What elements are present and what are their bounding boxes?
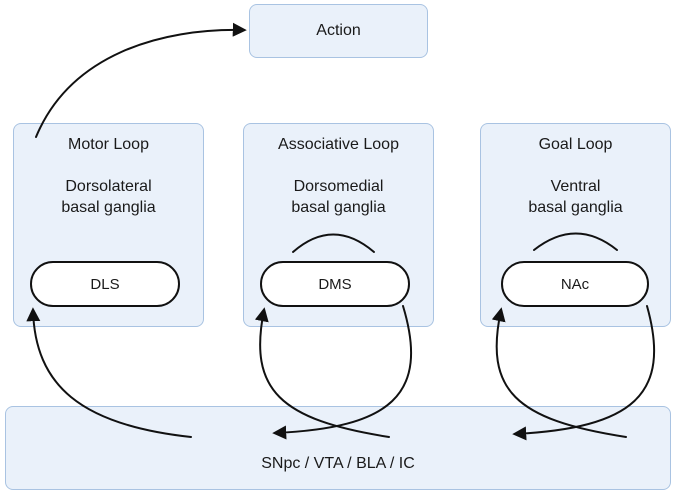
dls-node: DLS	[30, 261, 180, 307]
goal-loop-region-line-2: basal ganglia	[528, 199, 623, 216]
motor-loop-box: Motor Loop Dorsolateral basal ganglia DL…	[13, 123, 204, 327]
midbrain-box: SNpc / VTA / BLA / IC	[5, 406, 671, 490]
action-box: Action	[249, 4, 428, 58]
nac-node: NAc	[501, 261, 649, 307]
associative-loop-title: Associative Loop	[278, 136, 399, 153]
motor-loop-title: Motor Loop	[68, 136, 149, 153]
midbrain-label: SNpc / VTA / BLA / IC	[261, 455, 415, 472]
associative-loop-region-line-2: basal ganglia	[291, 199, 386, 216]
motor-loop-region-line-2: basal ganglia	[61, 199, 156, 216]
dms-node: DMS	[260, 261, 410, 307]
associative-loop-box: Associative Loop Dorsomedial basal gangl…	[243, 123, 434, 327]
goal-loop-region: Ventral basal ganglia	[481, 176, 670, 218]
motor-loop-region: Dorsolateral basal ganglia	[14, 176, 203, 218]
goal-loop-region-line-1: Ventral	[550, 178, 601, 195]
goal-loop-box: Goal Loop Ventral basal ganglia NAc	[480, 123, 671, 327]
motor-loop-region-line-1: Dorsolateral	[65, 178, 152, 195]
associative-loop-region-line-1: Dorsomedial	[293, 178, 384, 195]
associative-loop-region: Dorsomedial basal ganglia	[244, 176, 433, 218]
action-label: Action	[316, 22, 361, 39]
motor-to-action-arrow	[35, 22, 247, 138]
goal-loop-title: Goal Loop	[538, 136, 613, 153]
